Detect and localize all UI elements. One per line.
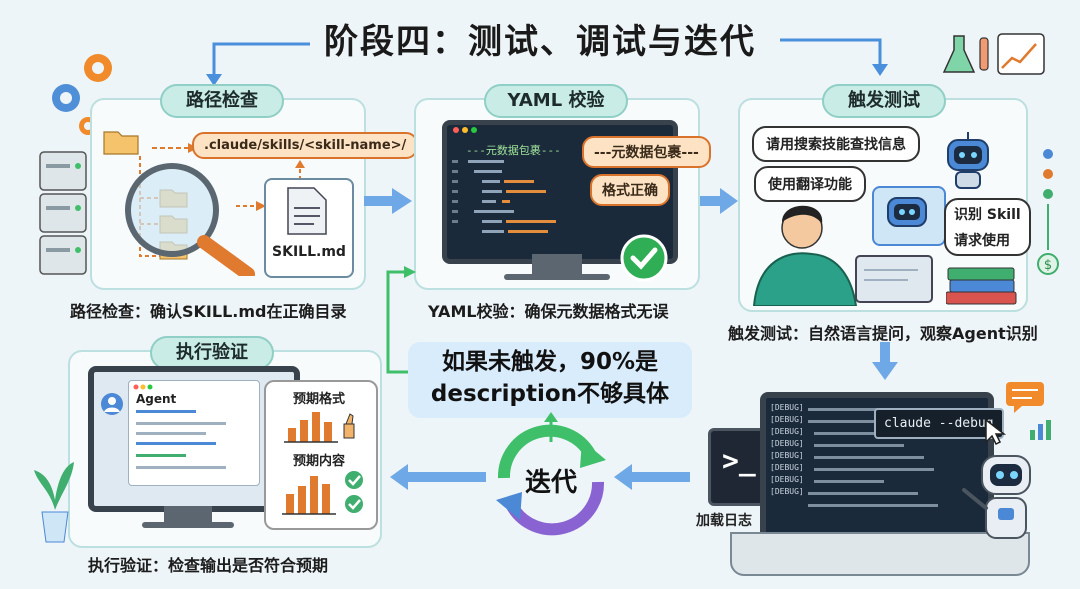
bar-chart-check-icon <box>282 471 363 515</box>
recognize-skill-bubble: 识别 Skill 请求使用 <box>944 198 1031 256</box>
expected-content-label: 预期内容 <box>292 454 345 469</box>
flow-arrow-left <box>390 464 486 490</box>
debug-log: [DEBUG] [DEBUG] [DEBUG] [DEBUG] [DEBUG] … <box>770 402 804 498</box>
expected-format-label: 预期格式 <box>292 392 345 407</box>
agent-output-lines <box>136 410 226 469</box>
tip-line-1: 如果未触发，90%是 <box>441 349 659 375</box>
status-dots-icon: $ <box>1037 149 1059 275</box>
exec-verify-tag: 执行验证 <box>150 336 274 370</box>
yaml-code-lines <box>452 160 556 233</box>
translate-request-bubble: 使用翻译功能 <box>754 166 866 202</box>
avatar <box>101 393 123 415</box>
monitor-stand <box>532 254 582 276</box>
window-dots-icon <box>453 127 477 133</box>
server-icon <box>39 151 87 275</box>
yaml-check-caption: YAML校验：确保元数据格式无误 <box>428 302 669 321</box>
laptop-keyboard <box>730 532 1030 576</box>
dashed-arrow-up <box>295 160 305 180</box>
debug-line: [DEBUG] <box>770 403 804 412</box>
recognize-line-1: 识别 Skill <box>954 207 1021 223</box>
feedback-arrow <box>386 266 416 374</box>
flow-arrow-down <box>872 342 898 380</box>
flow-arrow <box>780 38 888 76</box>
debug-line: [DEBUG] <box>770 427 804 436</box>
document-icon <box>287 187 327 235</box>
iterate-label: 迭代 <box>524 468 577 498</box>
check-circle-icon <box>620 234 668 282</box>
window-dots-icon <box>133 384 153 390</box>
debug-line: [DEBUG] <box>770 415 804 424</box>
chat-icon <box>1006 382 1044 413</box>
monitor-stand <box>164 506 212 524</box>
flow-arrow <box>700 188 738 214</box>
iterate-cycle-icon <box>496 424 606 536</box>
path-check-caption: 路径检查：确认SKILL.md在正确目录 <box>70 302 347 321</box>
skill-file-label: SKILL.md <box>272 244 346 260</box>
flow-arrow <box>364 188 412 214</box>
debug-caption: 加载日志 <box>696 513 752 529</box>
cursor-icon <box>985 418 1006 446</box>
debug-line: [DEBUG] <box>770 475 804 484</box>
agent-label: Agent <box>136 392 177 406</box>
debug-line: [DEBUG] <box>770 487 804 496</box>
books-icon <box>946 267 1017 305</box>
trigger-test-caption: 触发测试：自然语言提问，观察Agent识别 <box>728 324 1038 343</box>
monitor-base <box>504 274 610 280</box>
metadata-bubble: ---元数据包裹--- <box>582 136 711 168</box>
yaml-check-tag: YAML 校验 <box>484 84 628 118</box>
debug-line: [DEBUG] <box>770 451 804 460</box>
path-check-tag: 路径检查 <box>160 84 284 118</box>
debug-line: [DEBUG] <box>770 439 804 448</box>
gear-icon <box>52 54 112 135</box>
svg-text:$: $ <box>1044 258 1052 273</box>
format-ok-bubble: 格式正确 <box>590 174 670 206</box>
code-header: ---元数据包裹--- <box>466 144 561 157</box>
bar-chart-icon <box>284 412 355 443</box>
flow-arrow-left <box>614 464 690 490</box>
terminal-prompt: >_ <box>722 444 756 477</box>
debug-log-lines <box>808 408 938 507</box>
monitor-base <box>142 522 234 528</box>
trigger-tip-callout: 如果未触发，90%是 description不够具体 <box>408 342 692 418</box>
plant-icon <box>34 462 74 543</box>
lab-chart-icon <box>942 33 1045 75</box>
person-at-laptop-illustration <box>752 205 933 306</box>
exec-verify-caption: 执行验证：检查输出是否符合预期 <box>88 556 329 575</box>
debug-command: claude --debug <box>874 408 1004 439</box>
trigger-test-tag: 触发测试 <box>822 84 946 118</box>
robot-icon <box>887 197 927 227</box>
search-request-bubble: 请用搜索技能查找信息 <box>752 126 920 162</box>
tip-line-2: description不够具体 <box>430 381 670 407</box>
folder-tree-magnifier-icon <box>103 131 255 276</box>
dashed-arrow <box>236 201 266 211</box>
robot-icon <box>962 455 1031 539</box>
flow-arrow <box>206 42 310 86</box>
mini-chart-icon <box>1030 420 1051 440</box>
recognize-line-2: 请求使用 <box>954 233 1010 249</box>
robot-icon <box>947 132 989 189</box>
skill-path-label: .claude/skills/<skill-name>/ <box>192 132 419 159</box>
debug-line: [DEBUG] <box>770 463 804 472</box>
page-title: 阶段四：测试、调试与迭代 <box>324 22 756 62</box>
